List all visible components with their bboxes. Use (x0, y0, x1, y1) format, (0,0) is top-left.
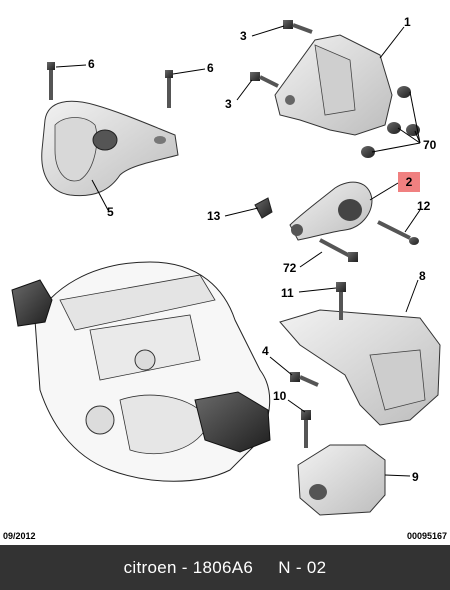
bracket-part-13 (254, 197, 273, 219)
torque-rod-part-2 (289, 181, 373, 241)
engine-mount-part-5 (41, 100, 179, 197)
part-label-11: 11 (281, 286, 294, 300)
diagram-code: 00095167 (406, 531, 447, 541)
bolt-part-10 (301, 410, 311, 448)
part-label-72: 72 (283, 261, 297, 275)
part-label-1: 1 (404, 15, 411, 29)
part-label-4: 4 (262, 344, 269, 358)
part-label-70: 70 (423, 138, 437, 152)
bolt-part-72 (319, 238, 358, 262)
bolt-part-4 (290, 372, 319, 387)
part-label-13: 13 (207, 209, 221, 223)
part-label-3-lower: 3 (225, 97, 232, 111)
bolt-part-3-upper (283, 20, 313, 34)
bolt-part-6-left (47, 62, 55, 100)
part-label-2-highlighted: 2 (398, 172, 420, 192)
bolt-part-3-lower (250, 72, 279, 88)
bracket-part-1 (274, 34, 393, 136)
part-label-6-left: 6 (88, 57, 95, 71)
leader-lines (55, 25, 421, 477)
part-label-6-right: 6 (207, 61, 214, 75)
exploded-parts-diagram (11, 20, 441, 516)
part-label-3-upper: 3 (240, 29, 247, 43)
part-label-8: 8 (419, 269, 426, 283)
diagram-date: 09/2012 (3, 531, 36, 541)
caption-bar: citroen - 1806A6 N - 02 (0, 545, 450, 590)
part-label-12: 12 (417, 199, 431, 213)
bracket-part-8 (279, 309, 441, 426)
engine-block (11, 261, 271, 482)
caption-text: citroen - 1806A6 N - 02 (123, 557, 327, 577)
bolt-part-11 (336, 282, 346, 320)
bolt-part-12 (377, 220, 419, 245)
bolt-part-6-right (165, 70, 173, 108)
part-label-10: 10 (273, 389, 287, 403)
part-label-5: 5 (107, 205, 114, 219)
part-label-9: 9 (412, 470, 419, 484)
mount-part-9 (297, 444, 386, 516)
